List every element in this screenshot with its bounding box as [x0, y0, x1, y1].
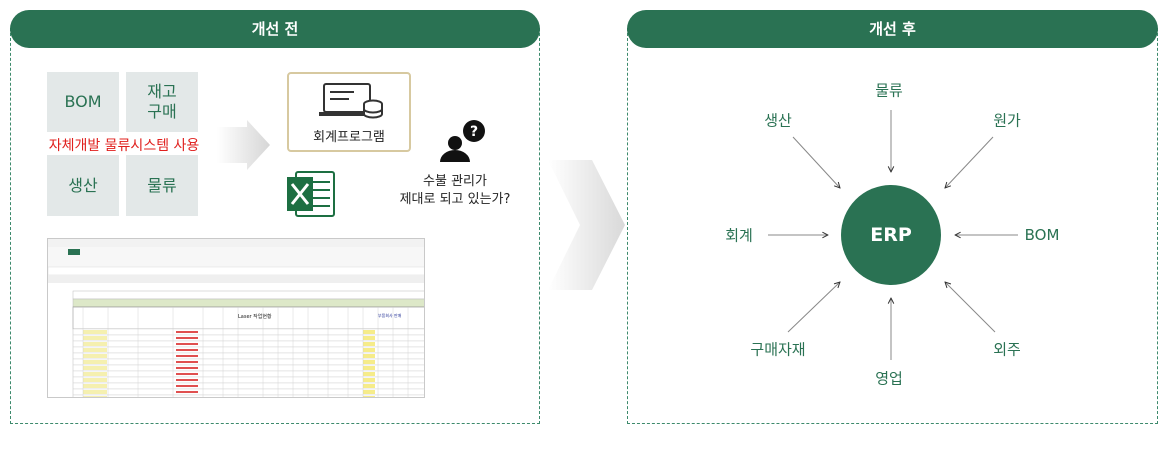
chevron-right-icon — [548, 160, 625, 290]
after-panel — [627, 28, 1158, 424]
logistics-box: 물류 — [126, 155, 198, 216]
bom-box-label: BOM — [64, 92, 102, 111]
before-title: 개선 전 — [10, 10, 540, 48]
logistics-box-label: 물류 — [147, 175, 177, 195]
inventory-question: 수불 관리가 제대로 되고 있는가? — [380, 173, 530, 209]
spreadsheet-right-title: 부품회사 판매 — [378, 313, 402, 318]
node-bom: BOM — [1024, 226, 1060, 244]
node-purchasing: 구매자재 — [750, 340, 806, 359]
inventory-label: 재고 — [147, 82, 177, 101]
accounting-program-label: 회계프로그램 — [313, 130, 385, 145]
spreadsheet-grid — [48, 239, 424, 397]
node-outsourcing: 외주 — [993, 340, 1021, 359]
in-house-system-caption: 자체개발 물류시스템 사용 — [44, 135, 204, 155]
bom-box: BOM — [47, 72, 119, 132]
arrow-cost — [945, 136, 994, 188]
monitor-database-icon — [319, 83, 383, 119]
node-sales: 영업 — [875, 369, 903, 388]
question-line-1: 수불 관리가 — [423, 174, 487, 189]
svg-text:?: ? — [470, 124, 478, 140]
inventory-purchase-box: 재고 구매 — [126, 72, 198, 132]
accounting-program-box: 회계프로그램 — [287, 72, 411, 152]
production-box-label: 생산 — [68, 175, 98, 195]
spreadsheet-screenshot: Laser 작업현황 부품회사 판매 — [47, 238, 425, 398]
node-production: 생산 — [764, 111, 792, 130]
arrow-outsourcing — [945, 282, 996, 333]
spreadsheet-title: Laser 작업현황 — [238, 314, 272, 320]
before-panel — [10, 28, 540, 424]
after-title: 개선 후 — [627, 10, 1158, 48]
node-cost: 원가 — [993, 111, 1021, 130]
arrow-production — [792, 136, 840, 188]
node-logistics: 물류 — [875, 81, 903, 100]
purchase-label: 구매 — [147, 102, 177, 121]
arrow-purchasing — [787, 282, 840, 333]
production-box: 생산 — [47, 155, 119, 216]
erp-label: ERP — [870, 224, 912, 246]
erp-hub: ERP — [841, 185, 941, 285]
question-line-2: 제대로 되고 있는가? — [399, 192, 511, 207]
node-accounting: 회계 — [725, 226, 753, 245]
arrow-right-icon — [217, 120, 270, 170]
